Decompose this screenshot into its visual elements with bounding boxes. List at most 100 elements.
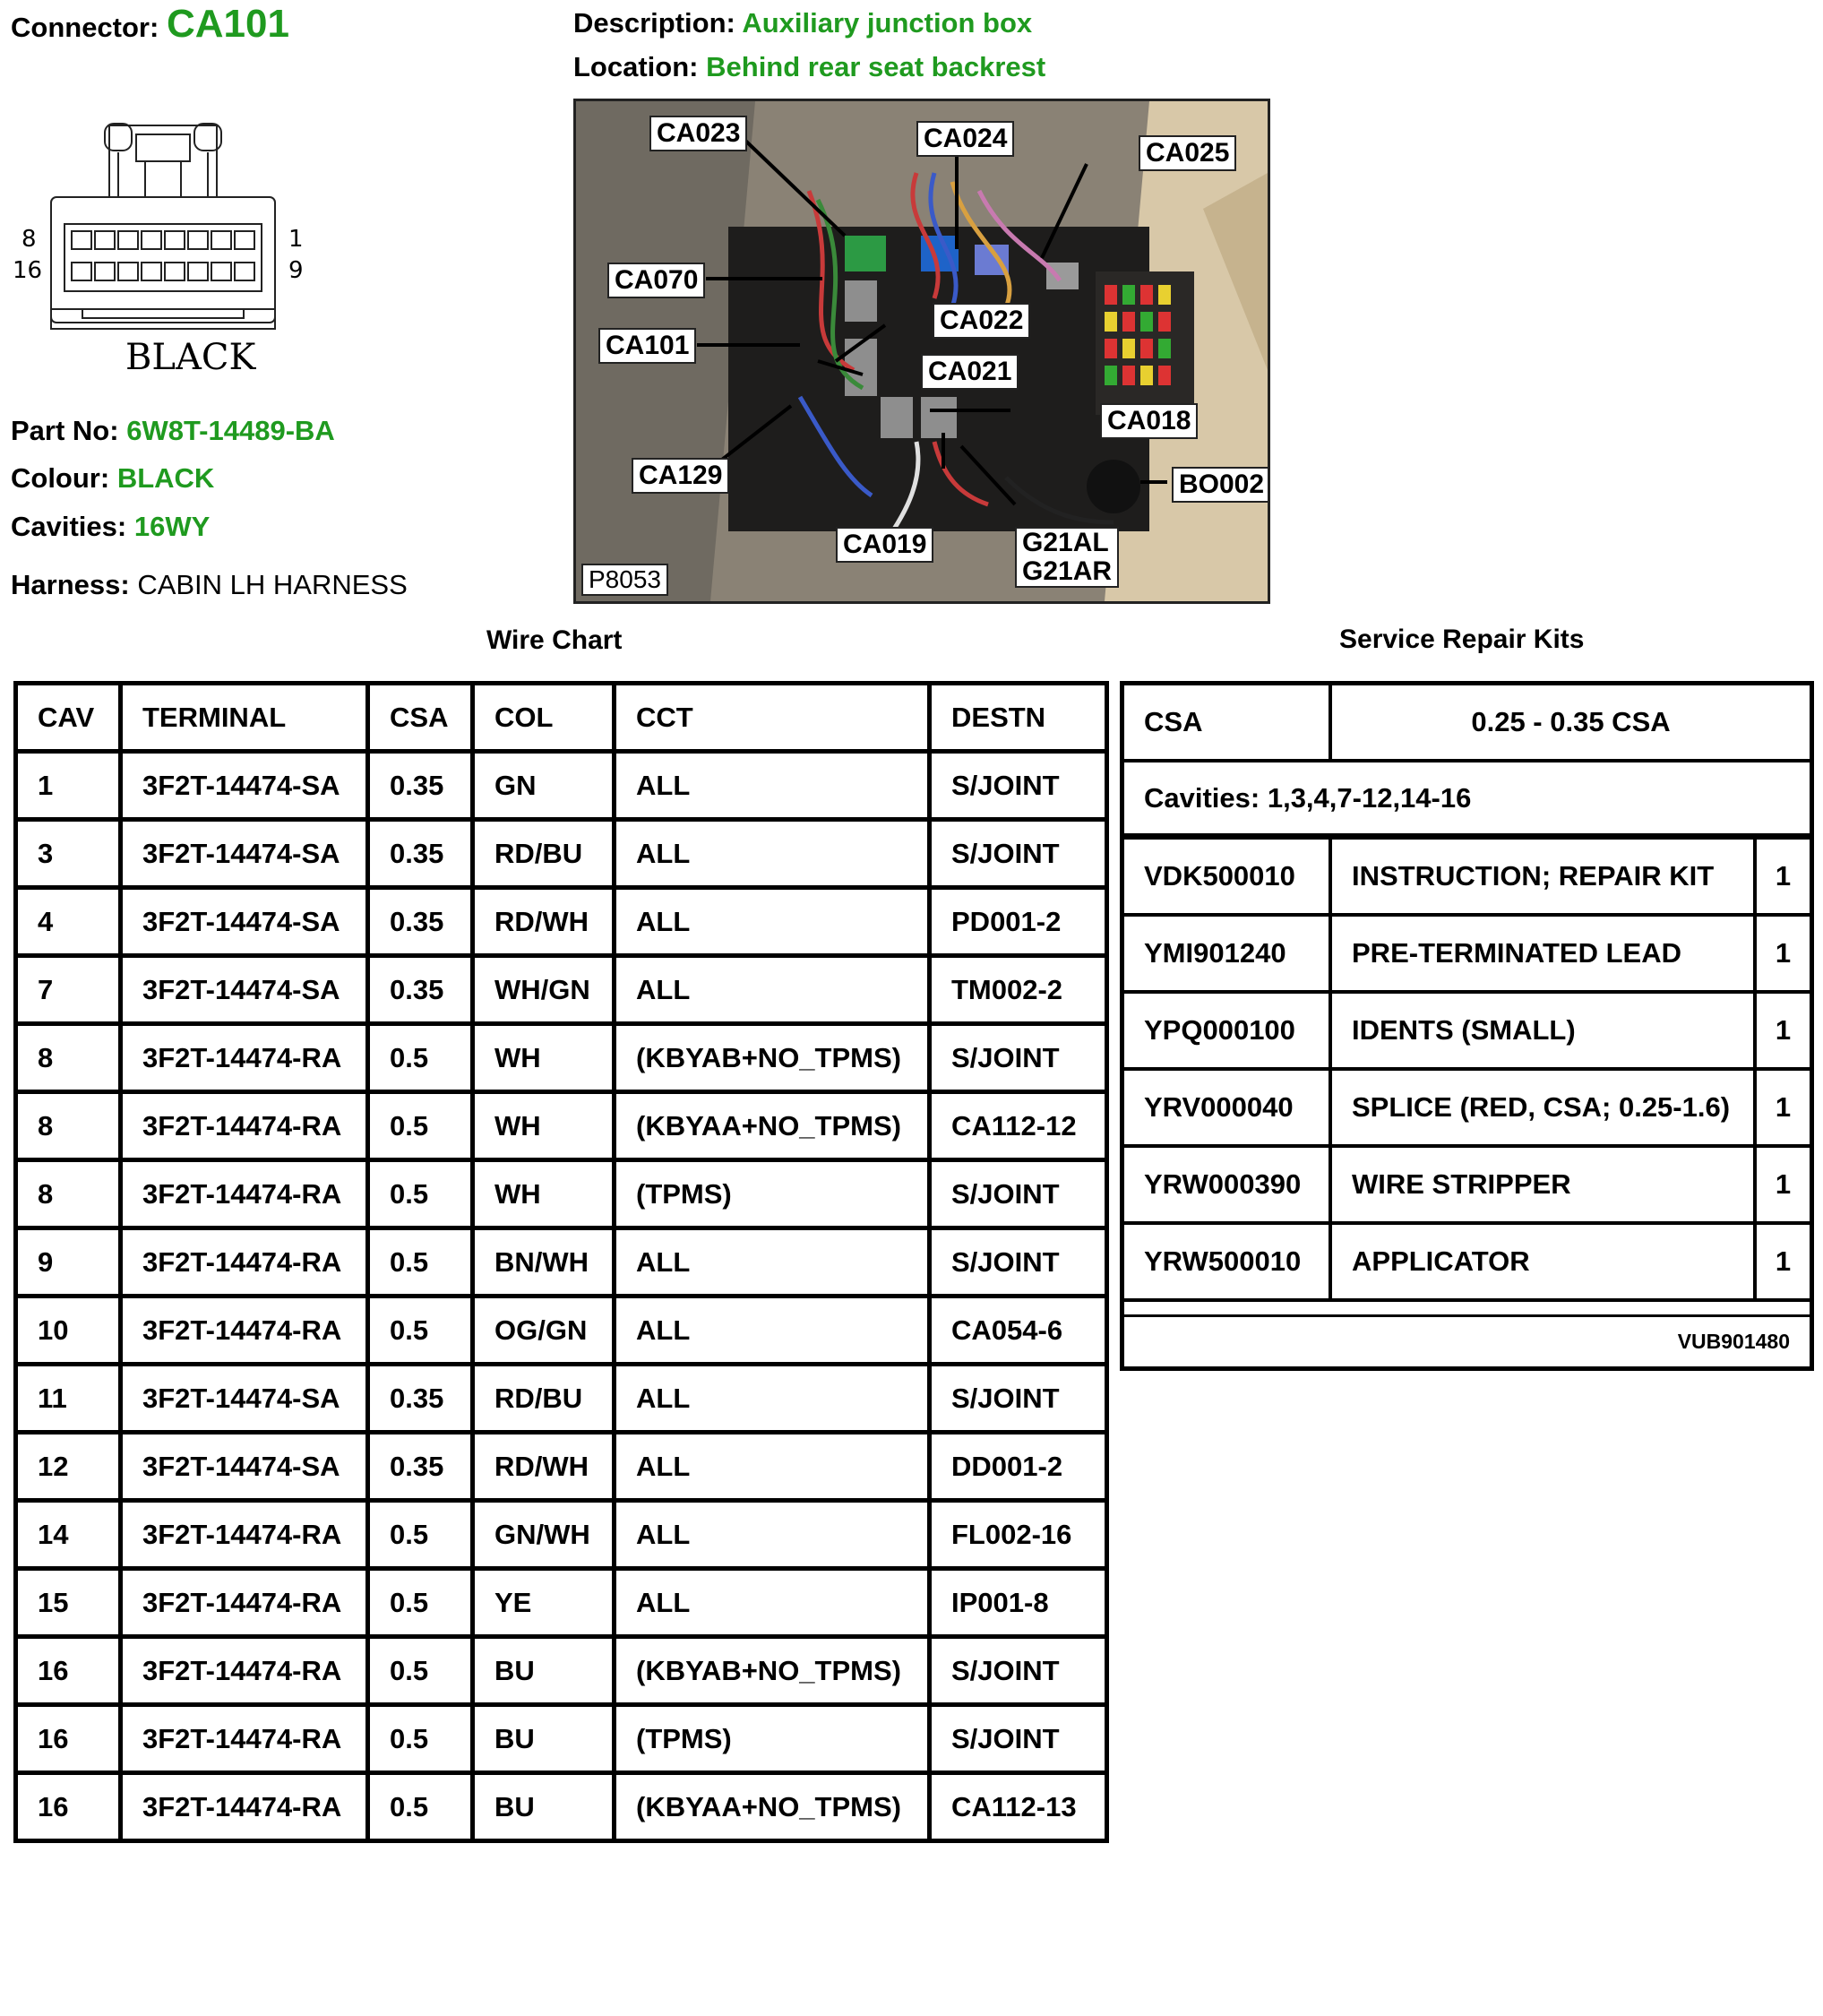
cavities: Cavities: 16WY (11, 511, 210, 543)
connector-label: Connector: (11, 12, 159, 43)
wire-chart-title: Wire Chart (486, 625, 623, 655)
kit-code: VDK500010 (1144, 860, 1295, 892)
callout-ca070: CA070 (607, 263, 706, 298)
location: Location: Behind rear seat backrest (573, 51, 1045, 83)
cell-csa: 0.5 (365, 1702, 475, 1775)
junction-box-illustration (576, 101, 1268, 601)
harness-label: Harness: (11, 569, 130, 600)
cell-cav: 15 (13, 1566, 123, 1639)
cell-col: RD/BU (470, 1362, 616, 1434)
kit-divider (1753, 1148, 1757, 1221)
col-header-terminal: TERMINAL (118, 681, 370, 754)
cell-destn: CA112-13 (927, 1770, 1109, 1843)
cell-cct: ALL (612, 1566, 932, 1639)
kit-divider (1329, 1071, 1332, 1144)
connector-value: CA101 (166, 2, 289, 46)
part-no-value: 6W8T-14489-BA (126, 415, 335, 446)
kit-description: SPLICE (RED, CSA; 0.25-1.6) (1352, 1091, 1731, 1123)
cell-cav: 8 (13, 1158, 123, 1230)
cell-terminal: 3F2T-14474-SA (118, 1430, 370, 1503)
cell-cav: 8 (13, 1021, 123, 1094)
cell-cav: 1 (13, 749, 123, 822)
cell-terminal: 3F2T-14474-RA (118, 1702, 370, 1775)
col-header-cav: CAV (13, 681, 123, 754)
cell-col: WH (470, 1158, 616, 1230)
cell-col: BN/WH (470, 1226, 616, 1298)
cell-cct: (TPMS) (612, 1158, 932, 1230)
cell-cav: 14 (13, 1498, 123, 1571)
kit-divider (1329, 1148, 1332, 1221)
kit-description: PRE-TERMINATED LEAD (1352, 937, 1681, 969)
cell-destn: CA054-6 (927, 1294, 1109, 1366)
cell-csa: 0.5 (365, 1294, 475, 1366)
cell-col: BU (470, 1770, 616, 1843)
cell-terminal: 3F2T-14474-RA (118, 1294, 370, 1366)
connector-id: Connector: CA101 (11, 2, 289, 47)
cell-csa: 0.5 (365, 1566, 475, 1639)
kit-qty: 1 (1775, 937, 1792, 969)
callout-ca018: CA018 (1100, 403, 1199, 439)
cell-col: GN/WH (470, 1498, 616, 1571)
kit-description: APPLICATOR (1352, 1245, 1530, 1277)
kit-code: YMI901240 (1144, 937, 1286, 969)
fuse-block (1105, 285, 1171, 385)
cell-cct: ALL (612, 1498, 932, 1571)
callout-g21ar: G21AR (1022, 556, 1113, 586)
cell-destn: TM002-2 (927, 953, 1109, 1026)
description: Description: Auxiliary junction box (573, 7, 1032, 39)
kit-divider (1329, 917, 1332, 990)
description-label: Description: (573, 7, 735, 39)
callout-g21al-g21ar: G21AL G21AR (1015, 527, 1120, 588)
cell-csa: 0.35 (365, 1362, 475, 1434)
cell-cct: (KBYAB+NO_TPMS) (612, 1634, 932, 1707)
cell-csa: 0.5 (365, 1158, 475, 1230)
kit-description: WIRE STRIPPER (1352, 1168, 1571, 1200)
cell-destn: S/JOINT (927, 749, 1109, 822)
cell-terminal: 3F2T-14474-SA (118, 817, 370, 890)
cell-col: RD/BU (470, 817, 616, 890)
kit-divider (1329, 840, 1332, 913)
kits-cavities-row: Cavities: 1,3,4,7-12,14-16 (1124, 762, 1810, 840)
col-header-destn: DESTN (927, 681, 1109, 754)
cell-cav: 10 (13, 1294, 123, 1366)
colour-label: Colour: (11, 462, 110, 494)
cell-col: OG/GN (470, 1294, 616, 1366)
cell-csa: 0.35 (365, 749, 475, 822)
cell-terminal: 3F2T-14474-RA (118, 1021, 370, 1094)
part-no: Part No: 6W8T-14489-BA (11, 415, 335, 447)
cell-destn: S/JOINT (927, 817, 1109, 890)
kit-divider (1329, 994, 1332, 1067)
kit-code: YRW500010 (1144, 1245, 1302, 1277)
cell-destn: S/JOINT (927, 1021, 1109, 1094)
cell-col: WH/GN (470, 953, 616, 1026)
cell-csa: 0.5 (365, 1021, 475, 1094)
harness: Harness: CABIN LH HARNESS (11, 569, 408, 601)
callout-ca022: CA022 (933, 303, 1031, 339)
cell-csa: 0.35 (365, 817, 475, 890)
location-label: Location: (573, 51, 699, 82)
cell-terminal: 3F2T-14474-RA (118, 1634, 370, 1707)
kits-cavities: Cavities: 1,3,4,7-12,14-16 (1144, 781, 1472, 814)
kit-divider (1753, 917, 1757, 990)
cell-cav: 9 (13, 1226, 123, 1298)
repair-kits-table: CSA 0.25 - 0.35 CSA Cavities: 1,3,4,7-12… (1120, 681, 1814, 1371)
cell-csa: 0.5 (365, 1498, 475, 1571)
kit-qty: 1 (1775, 1091, 1792, 1123)
cell-csa: 0.5 (365, 1090, 475, 1162)
callout-ca129: CA129 (632, 458, 730, 494)
kit-divider (1753, 1071, 1757, 1144)
cell-destn: S/JOINT (927, 1226, 1109, 1298)
kit-qty: 1 (1775, 1168, 1792, 1200)
cell-cav: 3 (13, 817, 123, 890)
